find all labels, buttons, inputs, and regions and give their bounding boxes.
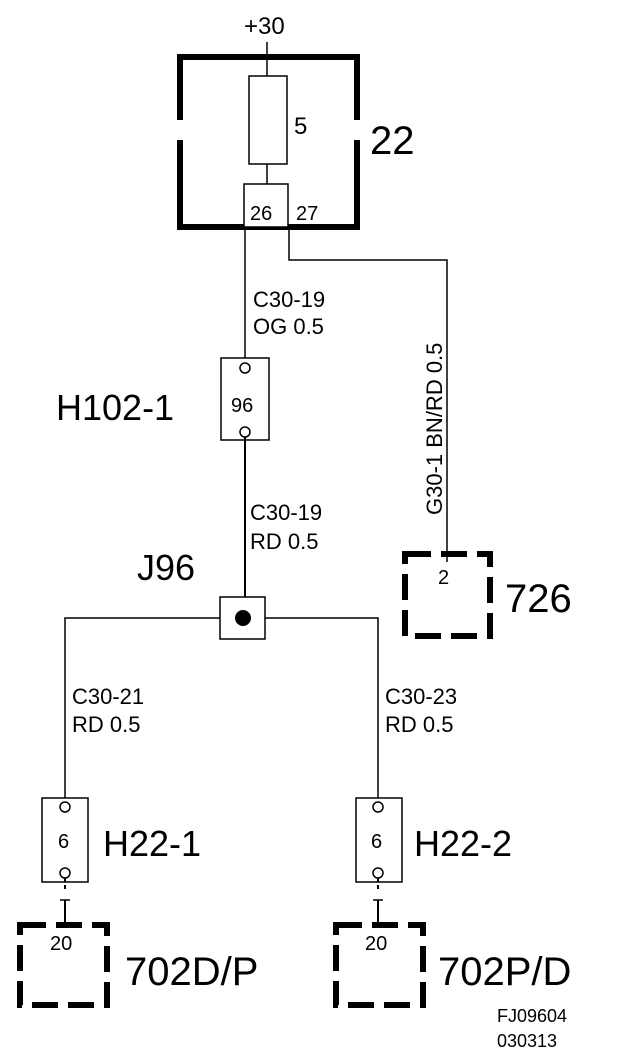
wire-top-spec: OG 0.5: [253, 314, 324, 339]
supply-label: +30: [244, 13, 285, 40]
connector-h22-1-ref: H22-1: [103, 823, 201, 864]
component-702dp-pin: 20: [50, 933, 72, 955]
wire-g30-1: [288, 227, 448, 556]
connector-h22-2: 6: [355, 797, 403, 883]
splice-j96: [219, 596, 266, 640]
footer-code: FJ09604: [497, 1006, 567, 1026]
wire-c30-23: [265, 617, 379, 800]
component-726-pin: 2: [438, 567, 449, 589]
connector-h102-1-pin: 96: [231, 395, 253, 417]
connector-h22-2-ref: H22-2: [414, 823, 512, 864]
footer-date: 030313: [497, 1031, 557, 1051]
wire-g30-1-label: G30-1 BN/RD 0.5: [422, 343, 447, 515]
component-726-ref: 726: [505, 577, 572, 621]
pin-26-label: 26: [250, 203, 272, 225]
fuse-element: [248, 75, 288, 165]
component-702pd: 20: [333, 922, 426, 1008]
component-702pd-pin: 20: [365, 933, 387, 955]
fuse-box-pin-block: [243, 183, 289, 228]
wire-left-spec: RD 0.5: [72, 712, 140, 737]
component-702pd-ref: 702P/D: [438, 950, 571, 994]
component-702dp: 20: [17, 922, 110, 1008]
fuse-box-22: [177, 54, 360, 230]
wire-mid-code: C30-19: [250, 500, 322, 525]
connector-h22-1-pin: 6: [58, 831, 69, 853]
connector-h22-1: 6: [41, 797, 89, 883]
fuse-value: 5: [294, 113, 307, 140]
wire-top-code: C30-19: [253, 287, 325, 312]
connector-h102-1: 96: [220, 357, 270, 441]
component-726: 2: [402, 551, 493, 639]
wire-left-code: C30-21: [72, 684, 144, 709]
wire-mid-spec: RD 0.5: [250, 529, 318, 554]
wire-c30-21: [64, 617, 220, 800]
connector-h102-1-ref: H102-1: [56, 387, 174, 428]
component-702dp-ref: 702D/P: [125, 950, 258, 994]
wire-right-branch-code: C30-23: [385, 684, 457, 709]
fuse-box-ref: 22: [370, 119, 415, 163]
splice-j96-ref: J96: [137, 547, 195, 588]
wire-right-branch-spec: RD 0.5: [385, 712, 453, 737]
pin-27-label: 27: [296, 203, 318, 225]
connector-h22-2-pin: 6: [371, 831, 382, 853]
